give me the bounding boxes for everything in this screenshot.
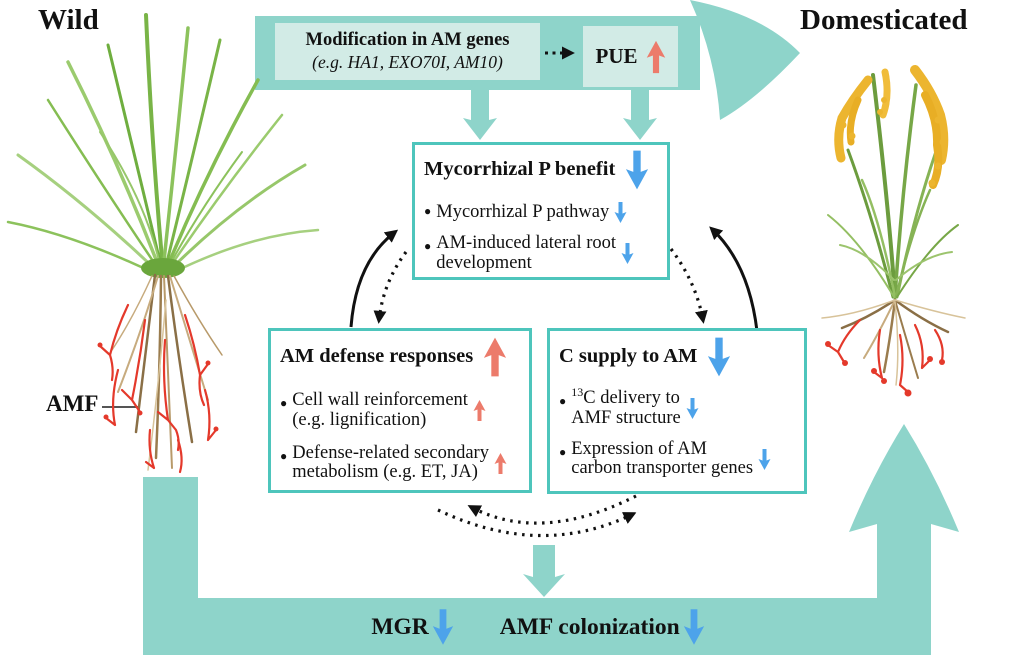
up-arrow-icon <box>484 337 507 377</box>
up-arrow-icon <box>494 452 507 474</box>
wild-plant-illustration <box>6 13 320 474</box>
bullet-text: AM-induced lateral root development <box>436 233 617 273</box>
wild-label: Wild <box>38 4 99 36</box>
down-arrow-icon <box>758 448 771 470</box>
bullet-text: Cell wall reinforcement (e.g. lignificat… <box>292 390 468 430</box>
down-arrow-icon <box>686 398 699 420</box>
pue-box: PUE <box>583 26 678 87</box>
pue-label: PUE <box>595 44 638 68</box>
list-item: 13C delivery to AMF structure <box>559 384 798 429</box>
circulation-arrows <box>349 226 759 332</box>
amf-label: AMF <box>46 391 99 416</box>
bullet-text: Mycorrhizal P pathway <box>436 201 610 222</box>
amf-colonization-indicator: AMF colonization <box>500 604 705 650</box>
down-arrow-icon <box>614 202 627 223</box>
mgr-label: MGR <box>371 613 429 640</box>
list-item: Mycorrhizal P pathway <box>424 199 661 226</box>
mycorrhizal-p-benefit-box: Mycorrhizal P benefit Mycorrhizal P path… <box>412 142 670 280</box>
bullet-text: Defense-related secondary metabolism (e.… <box>292 442 489 483</box>
am-genes-examples: (e.g. HA1, EXO70I, AM10) <box>312 52 503 73</box>
down-arrow-icon <box>621 243 634 265</box>
list-item: Expression of AM carbon transporter gene… <box>559 438 798 480</box>
am-genes-box: Modification in AM genes (e.g. HA1, EXO7… <box>275 23 540 80</box>
up-arrow-icon <box>646 40 665 73</box>
domesticated-plant-illustration <box>821 65 966 397</box>
center-down-arrow <box>523 545 565 597</box>
box-title: AM defense responses <box>280 345 474 368</box>
box-title-row: Mycorrhizal P benefit <box>424 149 661 191</box>
am-defense-responses-box: AM defense responses Cell wall reinforce… <box>268 328 532 493</box>
down-arrow-icon <box>683 609 704 645</box>
box-title-row: AM defense responses <box>280 336 523 378</box>
list-item: Defense-related secondary metabolism (e.… <box>280 442 523 484</box>
am-genes-title: Modification in AM genes <box>305 30 510 51</box>
box-title: C supply to AM <box>559 345 698 368</box>
amf-colonization-label: AMF colonization <box>499 613 680 640</box>
list-item: Cell wall reinforcement (e.g. lignificat… <box>280 390 523 431</box>
bottom-band-labels: MGR AMF colonization <box>143 601 933 653</box>
bottom-exchange-arrows <box>437 494 637 538</box>
bullet-text: 13C delivery to AMF structure <box>571 384 681 428</box>
mgr-indicator: MGR <box>371 604 453 650</box>
bottom-flow-band <box>143 424 959 655</box>
down-arrow-icon <box>432 609 453 645</box>
descender-arrows <box>463 88 657 140</box>
domesticated-label: Domesticated <box>800 4 968 36</box>
up-arrow-icon <box>473 400 486 422</box>
bullet-text: Expression of AM carbon transporter gene… <box>571 438 754 479</box>
box-title-row: C supply to AM <box>559 336 798 378</box>
down-arrow-icon <box>708 337 731 377</box>
box-title: Mycorrhizal P benefit <box>424 158 616 181</box>
down-arrow-icon <box>626 150 649 190</box>
list-item: AM-induced lateral root development <box>424 233 661 274</box>
c-supply-to-am-box: C supply to AM 13C delivery to AMF struc… <box>547 328 807 494</box>
isotope-superscript: 13 <box>571 384 584 399</box>
